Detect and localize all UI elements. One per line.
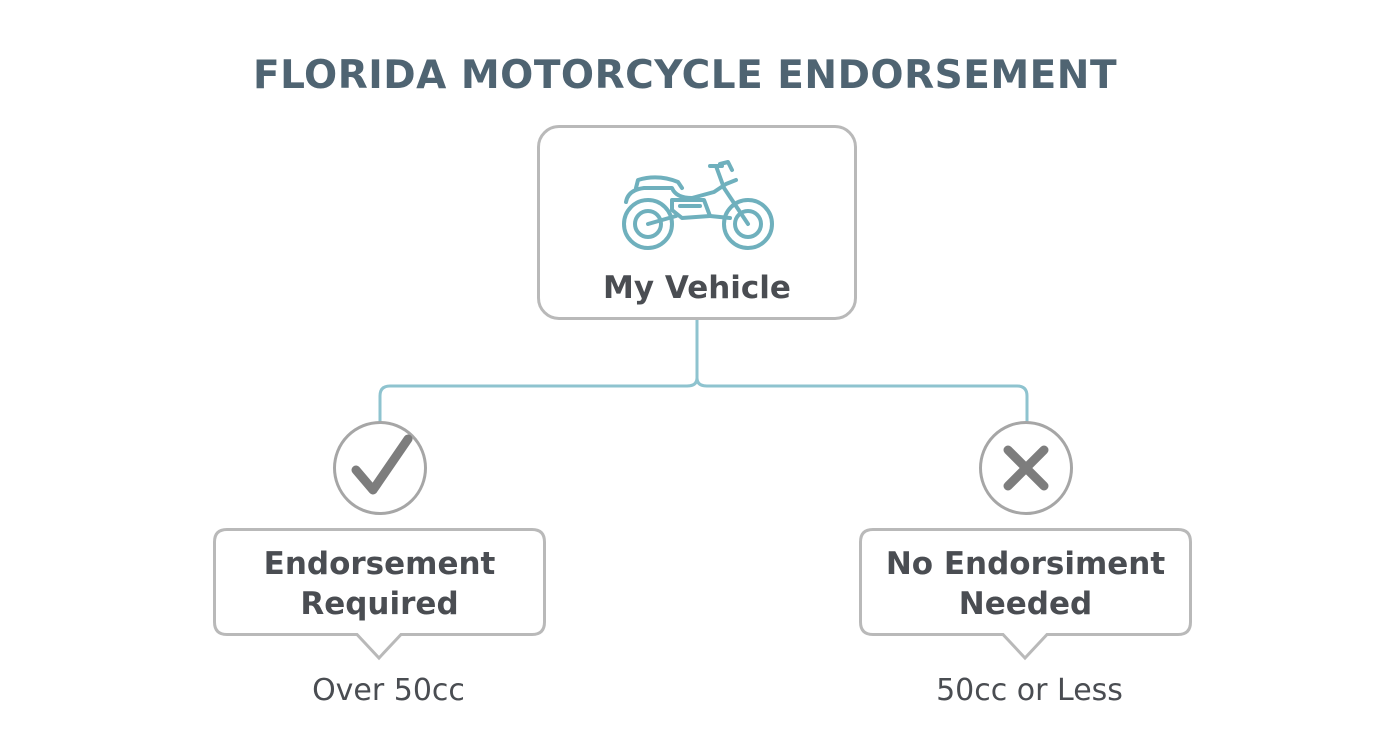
callout-no-endorsement-needed: No Endorsiment Needed [859, 528, 1192, 661]
connector-left-branch [378, 377, 699, 422]
status-circle-required [333, 421, 427, 515]
root-label: My Vehicle [603, 270, 791, 306]
connector-right-branch [695, 377, 1029, 422]
callout-endorsement-required: Endorsement Required [213, 528, 546, 661]
x-mark-icon [1003, 445, 1049, 491]
condition-label-over-50cc: Over 50cc [312, 673, 465, 708]
checkmark-icon [351, 434, 413, 495]
callout-title-line2: Required [300, 586, 459, 622]
root-node-my-vehicle: My Vehicle [537, 125, 857, 320]
callout-title: No Endorsiment Needed [859, 544, 1192, 624]
motorcycle-icon [622, 160, 774, 250]
callout-title: Endorsement Required [213, 544, 546, 624]
condition-label-50cc-or-less: 50cc or Less [936, 673, 1123, 708]
diagram-title: FLORIDA MOTORCYCLE ENDORSEMENT [252, 53, 1118, 98]
callout-title-line2: Needed [958, 586, 1093, 622]
callout-bubble [859, 528, 1192, 661]
status-circle-not-needed [979, 421, 1073, 515]
callout-title-line1: No Endorsiment [885, 546, 1166, 582]
callout-title-line1: Endorsement [263, 546, 496, 582]
callout-bubble [213, 528, 546, 661]
